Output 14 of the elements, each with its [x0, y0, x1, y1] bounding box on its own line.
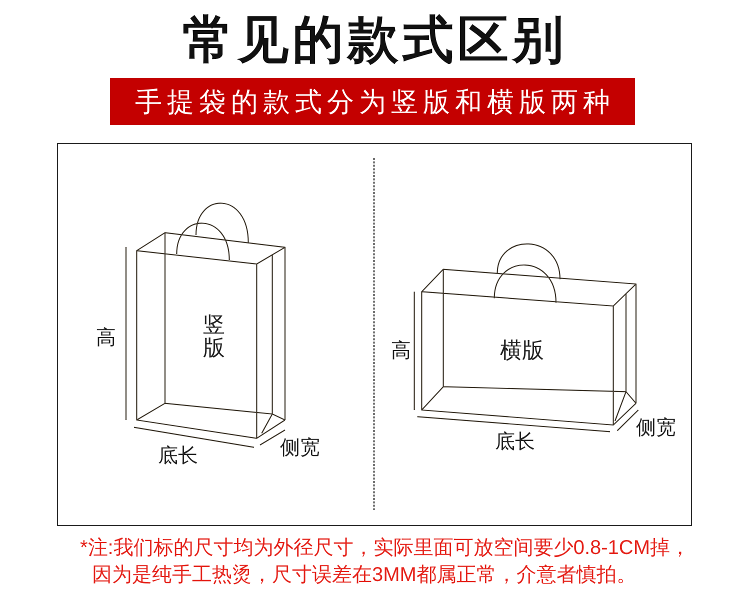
dimension-label: 高	[391, 339, 411, 363]
dimension-label: 高	[96, 326, 116, 350]
bag-label: 竖版	[203, 313, 225, 359]
title: 常见的款式区别	[182, 10, 568, 70]
dimension-label: 底长	[495, 430, 535, 454]
banner	[110, 78, 635, 125]
dimension-label: 侧宽	[280, 436, 320, 460]
banner-text: 手提袋的款式分为竖版和横版两种	[134, 86, 615, 118]
shopping-bag	[135, 201, 287, 440]
bag-label: 横版	[500, 338, 544, 362]
dimension-label: 侧宽	[636, 416, 676, 440]
dimension-label: 底长	[158, 444, 198, 468]
shopping-bag	[420, 243, 638, 427]
footnote: *注:我们标的尺寸均为外径尺寸，实际里面可放空间要少0.8-1CM掉，因为是纯手工热烫，尺寸误差在3MM都属正常，介意者慎拍。	[80, 536, 692, 588]
